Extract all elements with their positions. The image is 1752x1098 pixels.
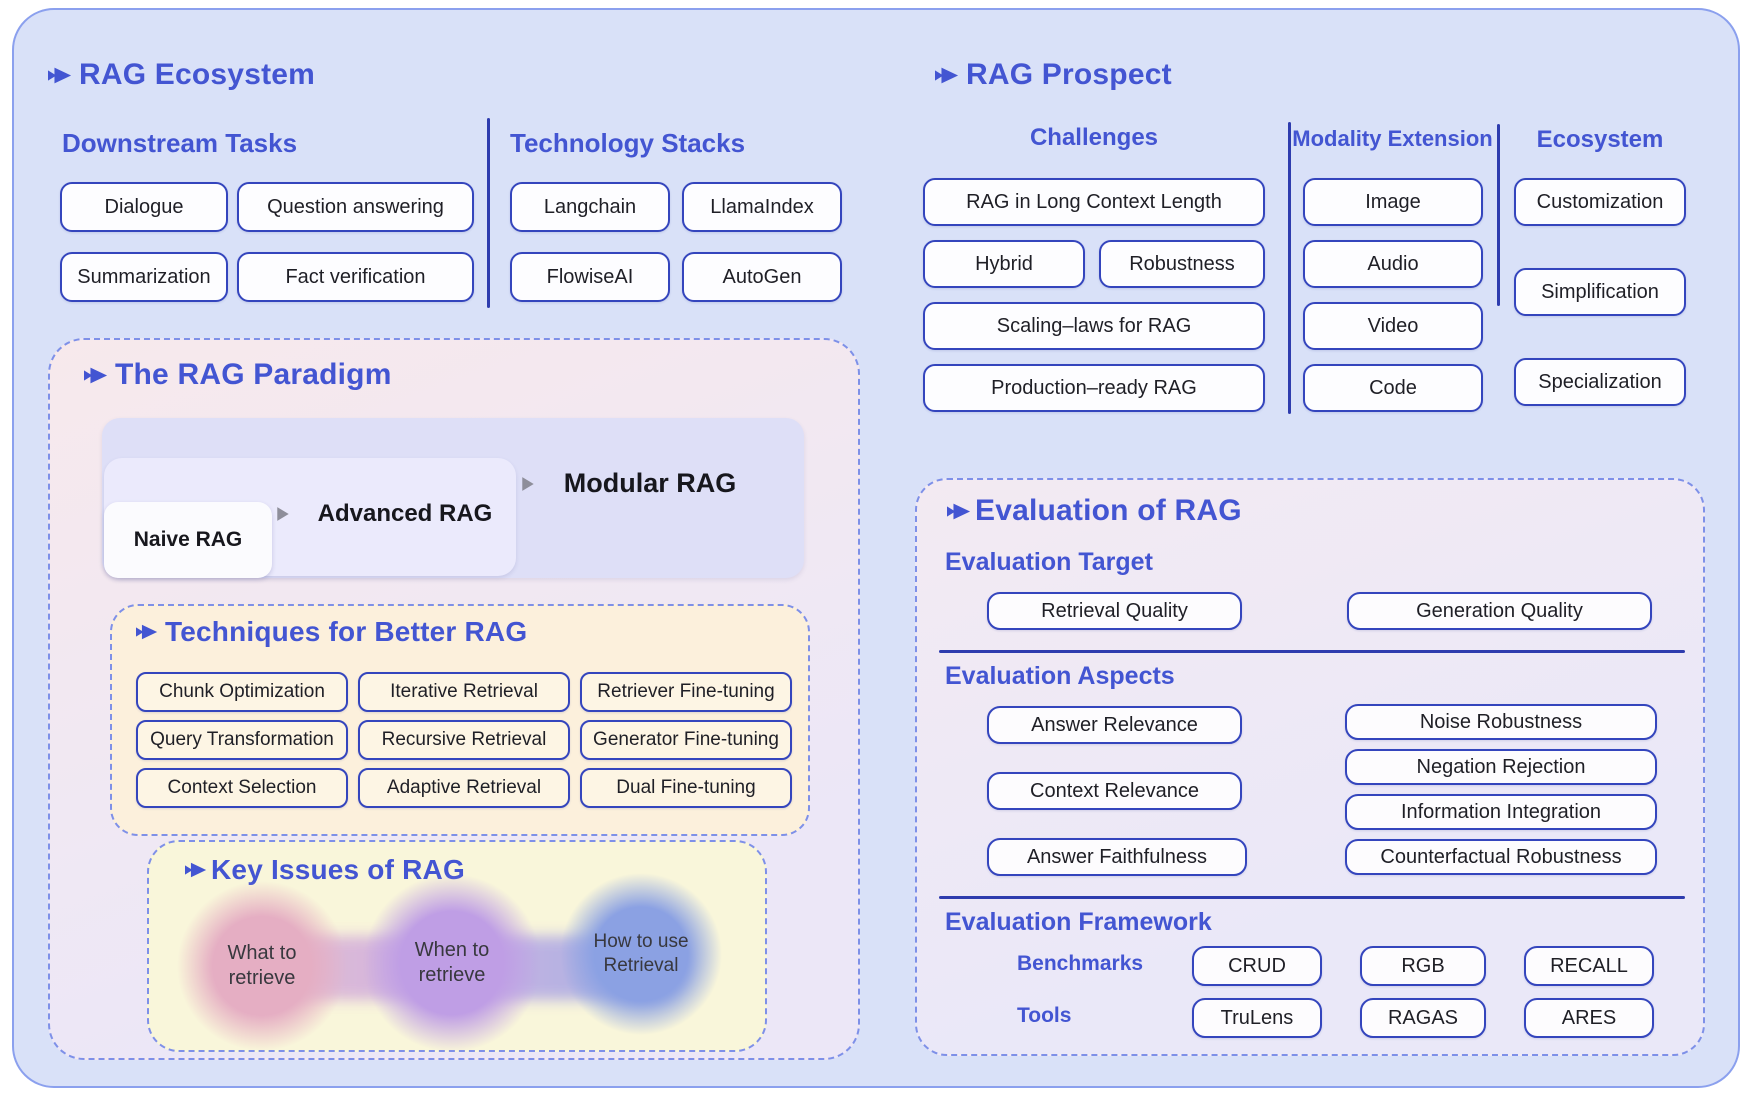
box-retriever-finetuning: Retriever Fine-tuning [580, 672, 792, 712]
naive-rag-label: Naive RAG [133, 528, 243, 551]
box-robustness: Robustness [1099, 240, 1265, 288]
modality-extension-heading: Modality Extension [1292, 126, 1493, 151]
arrow-icon [84, 367, 108, 383]
arrow-icon [48, 67, 72, 83]
box-context-relevance: Context Relevance [987, 772, 1242, 810]
box-recall: RECALL [1524, 946, 1654, 986]
rag-paradigm-heading: The RAG Paradigm [84, 358, 392, 392]
box-long-context: RAG in Long Context Length [923, 178, 1265, 226]
box-customization: Customization [1514, 178, 1686, 226]
evaluation-target-heading: Evaluation Target [945, 548, 1153, 576]
box-langchain: Langchain [510, 182, 670, 232]
box-specialization: Specialization [1514, 358, 1686, 406]
box-recursive-retrieval: Recursive Retrieval [358, 720, 570, 760]
evaluation-title: Evaluation of RAG [975, 494, 1242, 527]
box-generation-quality: Generation Quality [1347, 592, 1652, 630]
when-to-retrieve-label: When to retrieve [414, 939, 490, 986]
evaluation-heading: Evaluation of RAG [947, 494, 1242, 528]
naive-rag-box: Naive RAG [104, 502, 272, 578]
challenges-heading: Challenges [1029, 124, 1159, 151]
box-summarization: Summarization [60, 252, 228, 302]
box-ares: ARES [1524, 998, 1654, 1038]
box-dual-finetuning: Dual Fine-tuning [580, 768, 792, 808]
box-question-answering: Question answering [237, 182, 474, 232]
evaluation-panel: Evaluation of RAG Evaluation Target Retr… [915, 478, 1705, 1056]
flow-arrow-icon [520, 476, 536, 492]
divider-prospect-2 [1497, 124, 1500, 306]
what-to-retrieve-bubble: What to retrieve [177, 881, 347, 1051]
rag-paradigm-panel: The RAG Paradigm Naive RAG Advanced RAG … [48, 338, 860, 1060]
arrow-icon [947, 503, 971, 519]
box-negation-rejection: Negation Rejection [1345, 749, 1657, 785]
techniques-heading: Techniques for Better RAG [136, 616, 527, 648]
box-chunk-optimization: Chunk Optimization [136, 672, 348, 712]
advanced-rag-label: Advanced RAG [317, 500, 493, 527]
flow-arrow-icon [275, 506, 291, 522]
arrow-icon [136, 624, 158, 640]
divider-evaluation-2 [939, 896, 1685, 899]
divider-ecosystem [487, 118, 490, 308]
box-retrieval-quality: Retrieval Quality [987, 592, 1242, 630]
what-to-retrieve-label: What to retrieve [227, 942, 297, 989]
arrow-icon [935, 67, 959, 83]
box-rgb: RGB [1360, 946, 1486, 986]
box-iterative-retrieval: Iterative Retrieval [358, 672, 570, 712]
box-llamaindex: LlamaIndex [682, 182, 842, 232]
box-flowiseai: FlowiseAI [510, 252, 670, 302]
box-ragas: RAGAS [1360, 998, 1486, 1038]
box-simplification: Simplification [1514, 268, 1686, 316]
box-context-selection: Context Selection [136, 768, 348, 808]
evaluation-framework-heading: Evaluation Framework [945, 908, 1212, 936]
tools-label: Tools [1017, 1004, 1072, 1027]
box-generator-finetuning: Generator Fine-tuning [580, 720, 792, 760]
box-video: Video [1303, 302, 1483, 350]
divider-prospect-1 [1288, 122, 1291, 414]
arrow-icon [185, 862, 207, 878]
divider-evaluation-1 [939, 650, 1685, 653]
box-fact-verification: Fact verification [237, 252, 474, 302]
evaluation-aspects-heading: Evaluation Aspects [945, 662, 1175, 690]
box-hybrid: Hybrid [923, 240, 1085, 288]
rag-ecosystem-heading: RAG Ecosystem [48, 58, 315, 92]
box-production-ready: Production–ready RAG [923, 364, 1265, 412]
downstream-tasks-heading: Downstream Tasks [62, 128, 298, 158]
box-counterfactual-robustness: Counterfactual Robustness [1345, 839, 1657, 875]
how-to-use-retrieval-label: How to use Retrieval [593, 931, 689, 976]
box-answer-relevance: Answer Relevance [987, 706, 1242, 744]
ecosystem-column-heading: Ecosystem [1536, 126, 1664, 153]
box-information-integration: Information Integration [1345, 794, 1657, 830]
box-code: Code [1303, 364, 1483, 412]
box-autogen: AutoGen [682, 252, 842, 302]
box-answer-faithfulness: Answer Faithfulness [987, 838, 1247, 876]
rag-prospect-heading: RAG Prospect [935, 58, 1172, 92]
how-to-use-retrieval-bubble: How to use Retrieval [560, 873, 722, 1035]
box-scaling-laws: Scaling–laws for RAG [923, 302, 1265, 350]
box-query-transformation: Query Transformation [136, 720, 348, 760]
rag-ecosystem-title: RAG Ecosystem [79, 58, 316, 91]
modular-rag-label: Modular RAG [563, 468, 737, 498]
box-image: Image [1303, 178, 1483, 226]
techniques-panel: Techniques for Better RAG Chunk Optimiza… [110, 604, 810, 836]
techniques-title: Techniques for Better RAG [165, 616, 528, 647]
when-to-retrieve-bubble: When to retrieve [363, 874, 541, 1052]
box-noise-robustness: Noise Robustness [1345, 704, 1657, 740]
key-issues-panel: Key Issues of RAG What to retrieve When … [147, 840, 767, 1052]
technology-stacks-heading: Technology Stacks [510, 128, 746, 158]
rag-paradigm-title: The RAG Paradigm [115, 358, 392, 391]
benchmarks-label: Benchmarks [1017, 952, 1144, 975]
box-audio: Audio [1303, 240, 1483, 288]
rag-prospect-title: RAG Prospect [966, 58, 1172, 91]
box-dialogue: Dialogue [60, 182, 228, 232]
box-trulens: TruLens [1192, 998, 1322, 1038]
box-crud: CRUD [1192, 946, 1322, 986]
box-adaptive-retrieval: Adaptive Retrieval [358, 768, 570, 808]
